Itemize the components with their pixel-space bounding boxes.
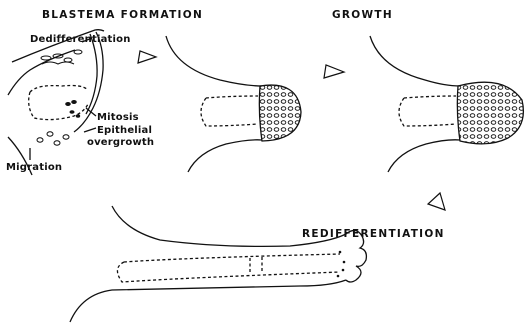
label-overgrowth: overgrowth <box>87 137 154 148</box>
limb-outline-lower <box>188 140 262 172</box>
limb-outline-upper <box>112 206 346 246</box>
panel-blastema-formation <box>8 30 104 175</box>
limb-outline-lower <box>388 140 460 172</box>
digit-bones <box>337 251 346 278</box>
label-mitosis: Mitosis <box>97 112 139 123</box>
label-redifferentiation: REDIFFERENTIATION <box>302 228 445 240</box>
mitotic-cells <box>65 100 80 118</box>
panel-growth <box>370 36 523 172</box>
migrating-cells <box>37 132 69 145</box>
label-growth: GROWTH <box>332 9 393 21</box>
epithelial-pointer <box>84 128 96 132</box>
blastema-cap <box>259 85 301 141</box>
limb-outline-upper <box>370 36 460 86</box>
limb-outline-lower <box>70 280 346 322</box>
limb-outline-upper <box>166 36 262 86</box>
arrow-to-growth-stage <box>324 65 344 78</box>
arrow-to-redifferentiation <box>428 193 445 210</box>
label-epithelial: Epithelial <box>97 125 152 136</box>
panel-blastema <box>166 36 301 172</box>
label-dedifferentiation: Dedifferentiation <box>30 34 131 45</box>
bone-outline <box>117 254 340 282</box>
dedifferentiating-cells <box>41 50 82 64</box>
joint-line <box>250 257 262 272</box>
blastema-cap <box>457 82 523 144</box>
arrow-to-growth-stage <box>138 51 156 63</box>
label-migration: Migration <box>6 162 62 173</box>
panel-redifferentiation <box>70 206 366 322</box>
label-blastema-formation: BLASTEMA FORMATION <box>42 9 203 21</box>
bone-outline <box>201 96 258 126</box>
bone-outline <box>399 96 456 126</box>
